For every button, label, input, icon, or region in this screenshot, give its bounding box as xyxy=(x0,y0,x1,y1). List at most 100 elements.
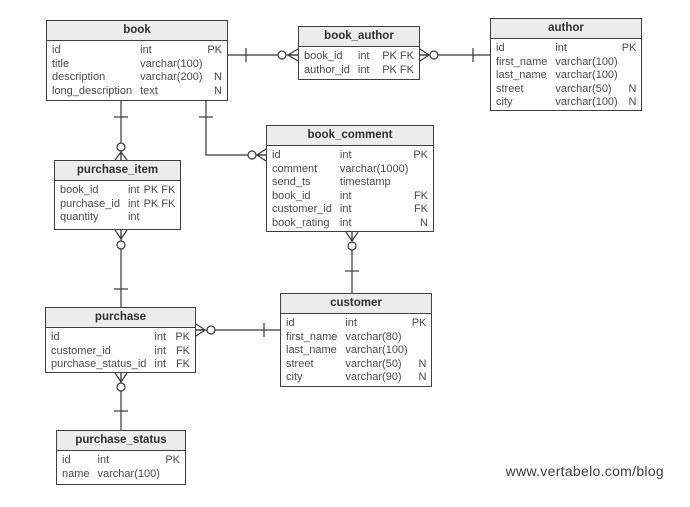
column-row: last_name varchar(100) xyxy=(286,344,426,358)
entity-purchase_item-columns: book_id int PK FK purchase_id int PK FK … xyxy=(55,181,180,225)
entity-purchase-columns: id int PK customer_id int FK purchase_st… xyxy=(46,328,195,372)
column-name: book_id xyxy=(272,189,311,202)
entity-purchase_status-title: purchase_status xyxy=(57,431,185,451)
column-flags: PK xyxy=(411,317,427,329)
column-row: author_id int PK FK xyxy=(304,64,414,78)
column-flags: PK xyxy=(413,149,428,161)
column-name: id xyxy=(272,149,281,161)
column-name: street xyxy=(286,357,314,370)
column-type: varchar(100) xyxy=(555,69,618,81)
column-type: varchar(50) xyxy=(345,357,402,370)
column-row: city varchar(90) N xyxy=(286,371,426,385)
column-flags: FK xyxy=(413,203,428,215)
relationship-customer-book_comment xyxy=(345,231,359,293)
entity-book-title: book xyxy=(47,21,227,41)
column-type: varchar(200) xyxy=(140,71,203,83)
column-name: title xyxy=(52,57,70,70)
column-type: int xyxy=(555,42,567,54)
entity-author: author id int PK first_name varchar(100)… xyxy=(490,18,642,111)
column-row: quantity int xyxy=(60,211,175,225)
column-type: varchar(100) xyxy=(555,96,618,108)
column-type: varchar(80) xyxy=(345,330,402,343)
column-flags xyxy=(412,344,427,358)
column-row: long_description text N xyxy=(52,85,222,99)
column-type: int xyxy=(154,331,167,343)
column-row: book_id int FK xyxy=(272,190,428,204)
column-row: id int PK xyxy=(286,317,426,331)
column-name: first_name xyxy=(496,55,548,68)
column-name: id xyxy=(52,44,61,56)
column-flags: N xyxy=(628,96,637,108)
column-flags xyxy=(412,176,428,190)
column-type: int xyxy=(127,197,140,210)
column-flags xyxy=(412,163,428,177)
column-row: customer_id int FK xyxy=(272,203,428,217)
column-name: first_name xyxy=(286,330,338,343)
column-row: id int PK xyxy=(52,44,222,58)
column-type: text xyxy=(140,84,158,97)
column-flags: PK FK xyxy=(382,63,414,76)
column-name: purchase_id xyxy=(60,197,120,210)
column-row: description varchar(200) N xyxy=(52,71,222,85)
column-row: comment varchar(1000) xyxy=(272,163,428,177)
column-flags: N xyxy=(214,71,222,83)
column-flags: PK FK xyxy=(143,197,176,210)
column-name: street xyxy=(496,82,524,95)
entity-customer-columns: id int PK first_name varchar(80) last_na… xyxy=(281,314,431,385)
column-flags: N xyxy=(418,371,427,383)
column-flags: PK xyxy=(165,454,180,466)
column-flags xyxy=(164,468,180,482)
column-type: varchar(100) xyxy=(345,344,408,356)
column-name: comment xyxy=(272,162,318,175)
column-type: timestamp xyxy=(339,176,391,188)
column-flags: PK FK xyxy=(382,50,414,62)
column-flags xyxy=(144,211,176,225)
column-flags xyxy=(622,69,637,83)
column-row: city varchar(100) N xyxy=(496,96,636,110)
column-row: id int PK xyxy=(62,454,180,468)
column-type: int xyxy=(339,149,352,161)
column-row: book_id int PK FK xyxy=(304,50,414,64)
column-name: customer_id xyxy=(51,344,111,357)
column-name: city xyxy=(496,96,513,108)
column-name: city xyxy=(286,371,303,383)
column-name: book_rating xyxy=(272,216,330,229)
column-flags: FK xyxy=(413,189,428,202)
column-name: id xyxy=(496,42,505,54)
column-name: book_id xyxy=(60,184,99,196)
entity-book_comment: book_comment id int PK comment varchar(1… xyxy=(266,125,434,232)
relationship-book-book_comment xyxy=(199,101,267,162)
entity-purchase_status: purchase_status id int PK name varchar(1… xyxy=(56,430,186,485)
column-flags: PK xyxy=(621,42,637,54)
column-type: int xyxy=(339,203,352,215)
column-flags: N xyxy=(418,357,427,370)
entity-purchase_item: purchase_item book_id int PK FK purchase… xyxy=(54,160,181,230)
column-name: id xyxy=(62,454,71,466)
column-name: long_description xyxy=(52,84,133,97)
column-type: int xyxy=(127,211,140,223)
column-flags: N xyxy=(628,82,637,95)
column-flags: PK xyxy=(175,331,190,343)
entity-customer: customer id int PK first_name varchar(80… xyxy=(280,293,432,387)
column-type: int xyxy=(127,184,140,196)
column-type: varchar(50) xyxy=(555,82,612,95)
column-flags xyxy=(412,331,427,345)
column-row: book_id int PK FK xyxy=(60,184,175,198)
column-type: varchar(100) xyxy=(555,55,618,68)
column-flags: N xyxy=(214,84,222,97)
column-flags xyxy=(622,56,637,70)
column-row: id int PK xyxy=(272,149,428,163)
column-type: varchar(90) xyxy=(345,371,402,383)
column-name: purchase_status_id xyxy=(51,358,147,370)
relationship-book-book_author xyxy=(228,48,299,62)
entity-book_comment-title: book_comment xyxy=(267,126,433,146)
column-row: customer_id int FK xyxy=(51,345,190,359)
entity-author-title: author xyxy=(491,19,641,39)
relationship-customer-purchase xyxy=(195,323,280,337)
column-type: int xyxy=(339,216,352,229)
column-name: quantity xyxy=(60,211,99,223)
column-row: street varchar(50) N xyxy=(286,358,426,372)
relationship-purchase-purchase_item xyxy=(114,229,128,307)
